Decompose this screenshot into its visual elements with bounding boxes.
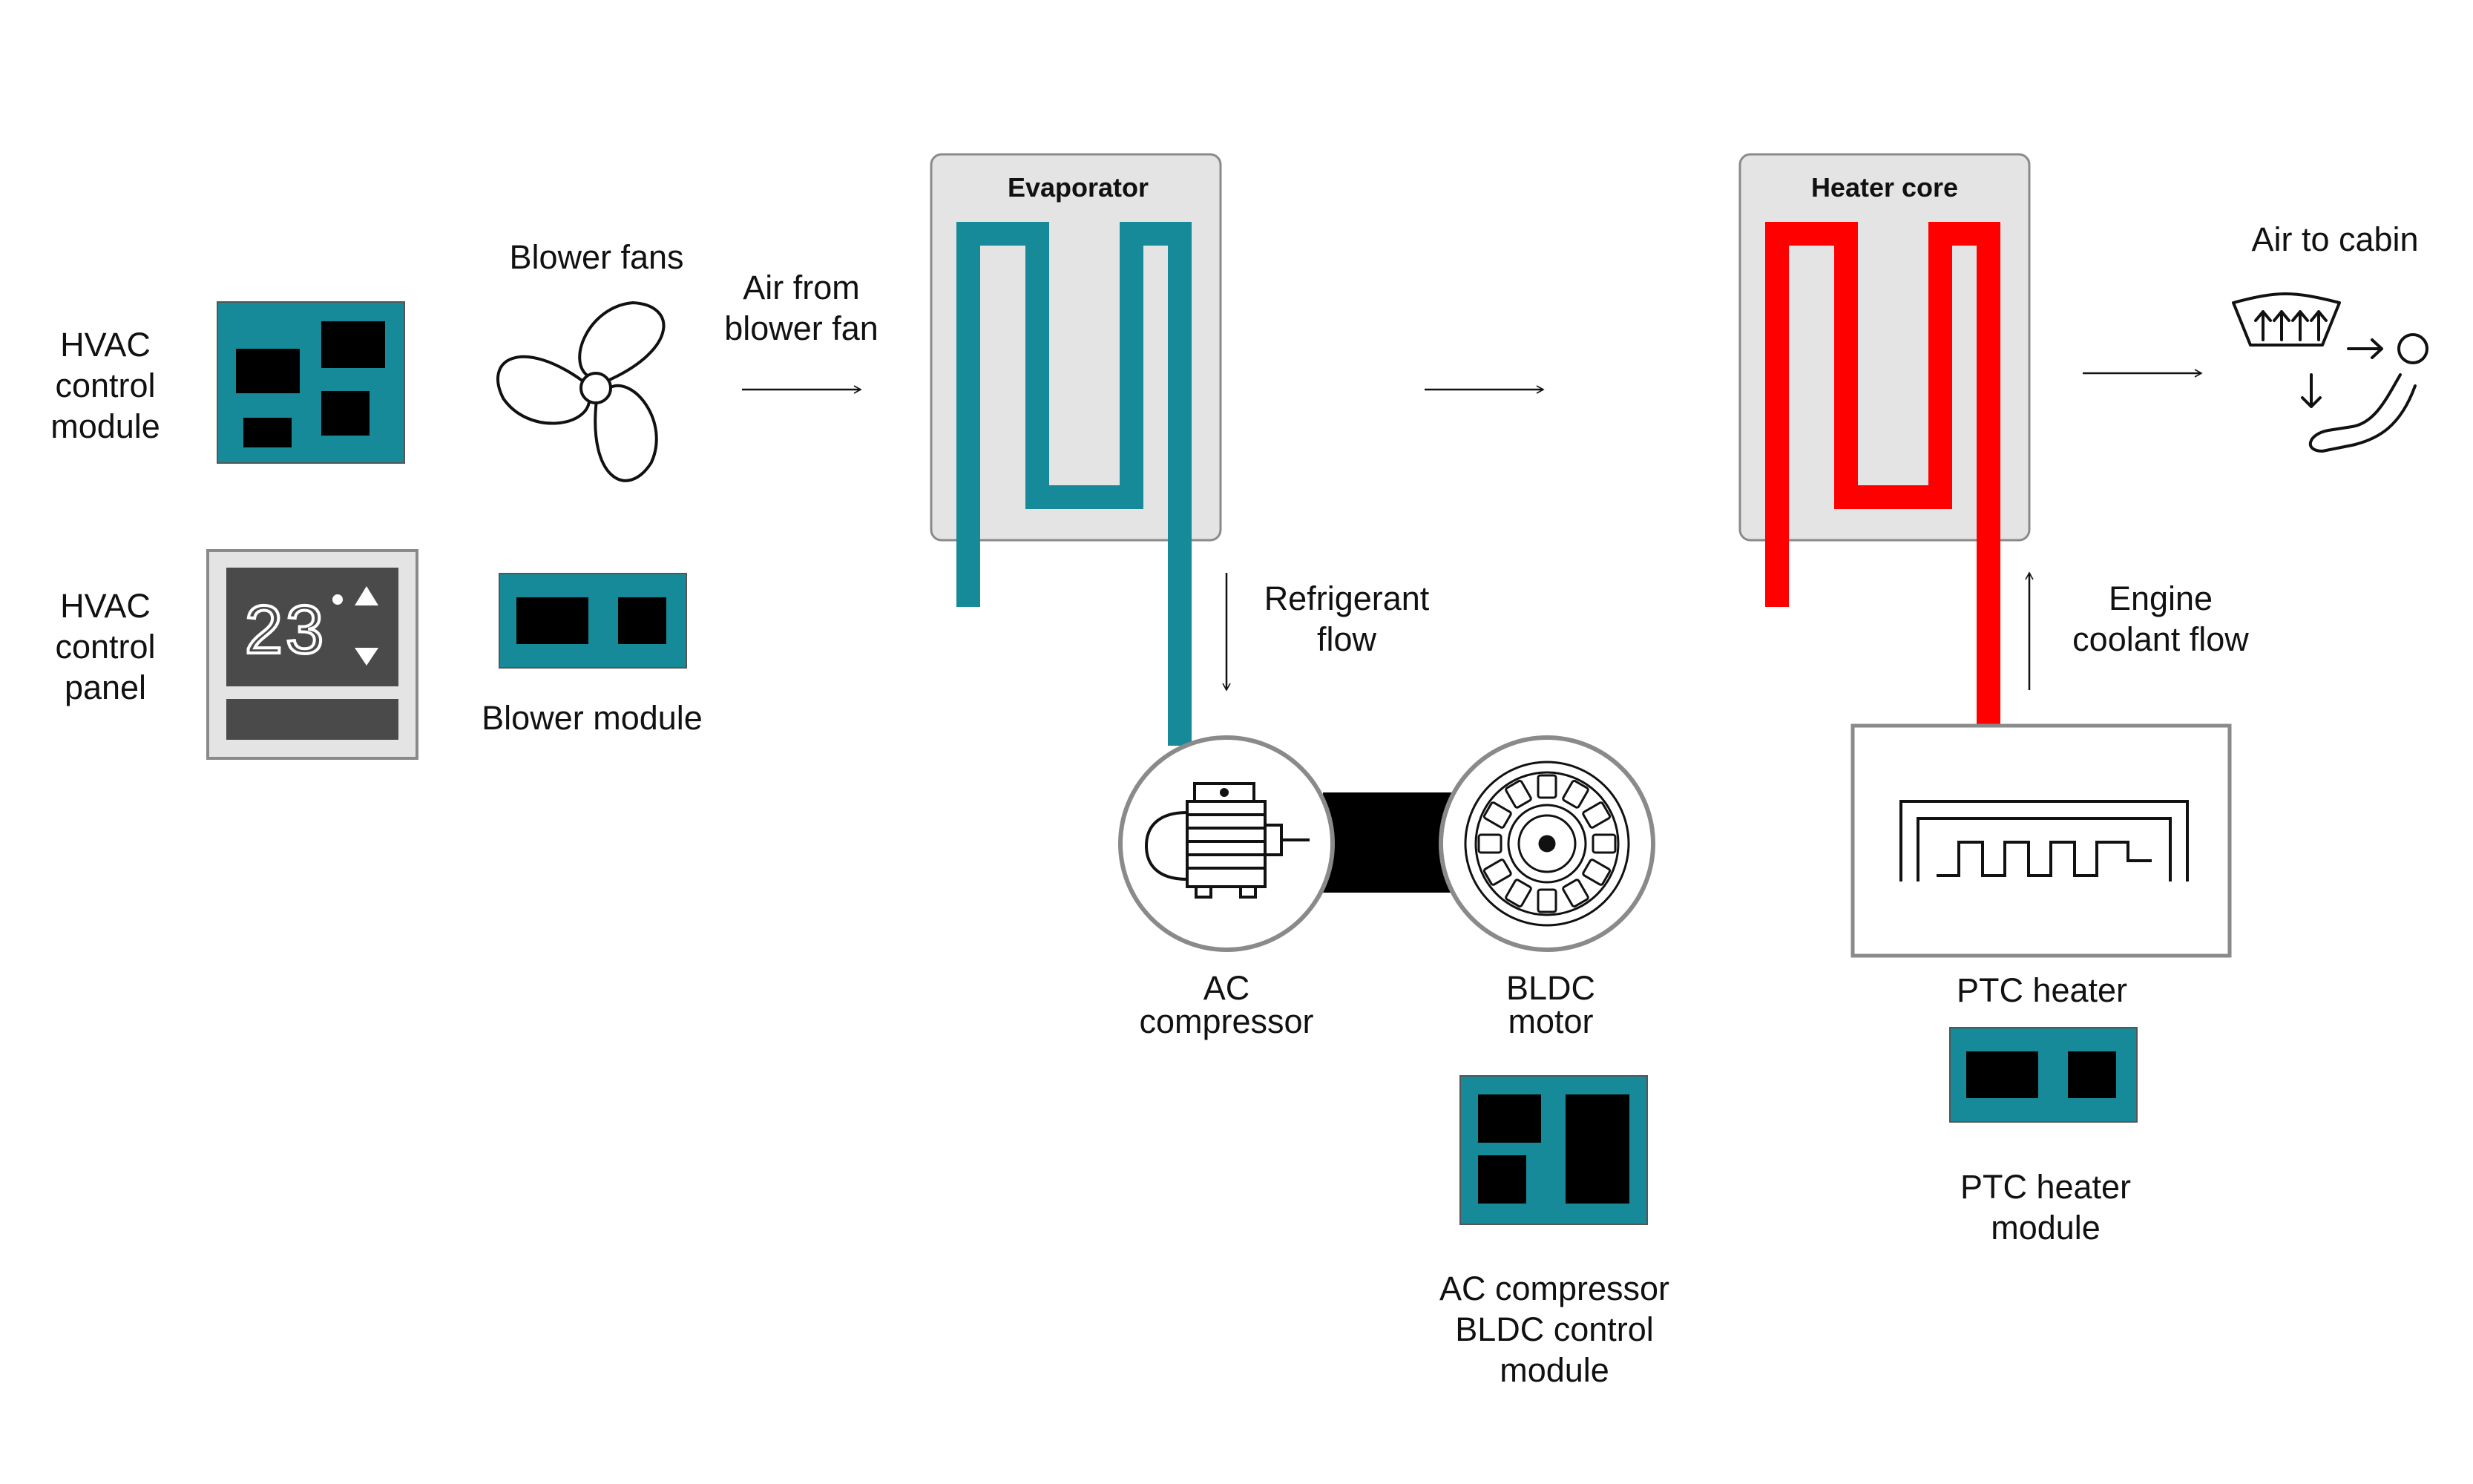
hvac-control-module-chip (217, 301, 405, 464)
svg-text:BLDC: BLDC (1506, 969, 1595, 1007)
svg-text:Air from: Air from (743, 269, 860, 306)
hvac-control-module-label: HVAC control module (50, 326, 160, 445)
evaporator-title: Evaporator (1008, 172, 1149, 203)
svg-text:HVAC: HVAC (60, 587, 151, 625)
blower-module-chip (499, 573, 687, 669)
svg-text:AC compressor: AC compressor (1439, 1270, 1669, 1307)
ac-compressor-bldc-control-module-chip (1459, 1075, 1648, 1225)
svg-text:PTC heater: PTC heater (1960, 1168, 2131, 1206)
hvac-control-panel: 23 (206, 549, 418, 760)
cabin-airflow-icon (2232, 292, 2428, 453)
svg-text:blower fan: blower fan (724, 309, 878, 347)
evaporator-coil (956, 222, 1192, 746)
air-from-blower-fan-label: Air from blower fan (724, 269, 878, 347)
svg-text:control: control (55, 367, 155, 404)
ptc-heater-label: PTC heater (1957, 971, 2127, 1009)
refrigerant-flow-label: Refrigerant flow (1264, 580, 1430, 658)
svg-text:control: control (55, 628, 155, 666)
svg-text:module: module (1991, 1209, 2101, 1247)
degree-symbol (332, 594, 343, 605)
temperature-down-icon[interactable] (355, 648, 378, 666)
svg-text:panel: panel (65, 669, 146, 706)
temperature-up-icon[interactable] (355, 586, 378, 605)
heater-core-coil (1765, 222, 2000, 726)
bldc-motor-label: BLDC motor (1506, 969, 1595, 1040)
ac-compressor-label: AC compressor (1139, 969, 1313, 1040)
shaft-coupling (1323, 792, 1459, 893)
svg-text:motor: motor (1508, 1002, 1593, 1040)
svg-text:module: module (50, 407, 160, 445)
svg-text:AC: AC (1203, 969, 1250, 1007)
svg-text:compressor: compressor (1139, 1002, 1313, 1040)
blower-module-label: Blower module (482, 699, 703, 737)
svg-text:HVAC: HVAC (60, 326, 151, 364)
engine-coolant-flow-label: Engine coolant flow (2072, 580, 2249, 658)
bldc-motor (1439, 735, 1655, 952)
ptc-heater-module-label: PTC heater module (1960, 1168, 2131, 1247)
fan-icon (496, 301, 666, 482)
svg-text:flow: flow (1317, 620, 1377, 658)
heater-core-title: Heater core (1811, 172, 1958, 203)
motor-icon (1144, 782, 1310, 899)
air-to-cabin-label: Air to cabin (2251, 220, 2418, 258)
svg-text:Refrigerant: Refrigerant (1264, 580, 1430, 617)
svg-text:Engine: Engine (2109, 580, 2213, 617)
svg-text:BLDC control: BLDC control (1455, 1310, 1654, 1348)
ac-compressor-bldc-control-module-label: AC compressor BLDC control module (1439, 1270, 1669, 1389)
hvac-control-panel-label: HVAC control panel (55, 587, 155, 706)
ptc-heater-box (1850, 723, 2232, 958)
blower-fans-label: Blower fans (509, 238, 683, 276)
svg-text:module: module (1500, 1351, 1609, 1389)
ac-compressor (1118, 735, 1335, 952)
evaporator-box (930, 153, 1222, 542)
heating-element-icon (1899, 800, 2189, 881)
temperature-display: 23 (245, 592, 326, 668)
stator-icon (1464, 761, 1630, 927)
svg-text:coolant flow: coolant flow (2072, 620, 2249, 658)
ptc-heater-module-chip (1949, 1027, 2138, 1123)
heater-core-box (1738, 153, 2031, 542)
